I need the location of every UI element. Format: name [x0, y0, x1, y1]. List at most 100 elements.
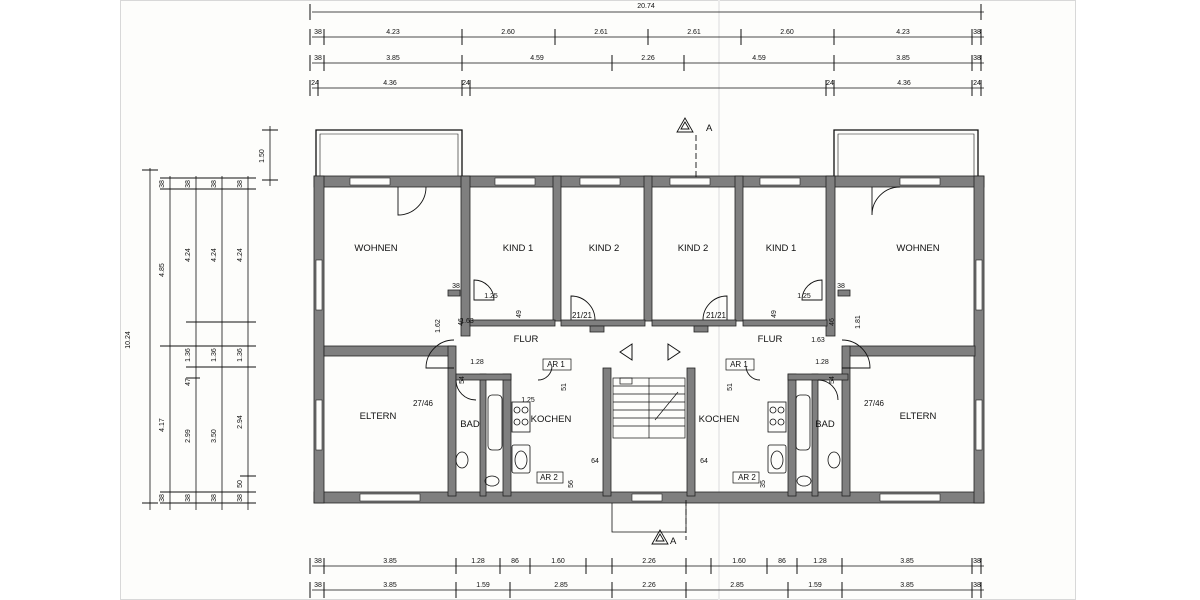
- dim-label: 2.26: [641, 55, 655, 62]
- dim-label: 4.36: [383, 80, 397, 87]
- bottom-dim-row-1: 38 3.85 1.28 86 1.60 2.26 1.60 86 1.28 3…: [314, 558, 981, 565]
- dim-label: 38: [159, 494, 166, 502]
- dim-label: 86: [778, 558, 786, 565]
- dim-label: 4.17: [159, 418, 166, 432]
- room-labels: WOHNEN KIND 1 KIND 2 KIND 2 KIND 1 WOHNE…: [354, 243, 939, 482]
- inner-dim: 1.63: [811, 337, 825, 344]
- inner-dim: 1.28: [470, 359, 484, 366]
- balconies: [315, 129, 979, 178]
- dim-row-3: 24 4.36 24 24 4.36 24: [311, 80, 981, 87]
- inner-dim: 38: [452, 283, 460, 290]
- inner-dim: 46: [829, 318, 836, 326]
- dim-label: 2.85: [730, 582, 744, 589]
- dim-col-3: 38 4.24 1.36 3.50 38: [211, 180, 218, 502]
- dim-label: 38: [237, 180, 244, 188]
- dim-label: 38: [973, 55, 981, 62]
- dim-label: 3.85: [900, 558, 914, 565]
- section-label-bottom: A: [670, 536, 677, 547]
- room-kind2-right: KIND 2: [678, 243, 709, 254]
- room-wohnen-right: WOHNEN: [896, 243, 939, 254]
- inner-dim: 1.63: [460, 318, 474, 325]
- dim-label: 38: [211, 180, 218, 188]
- dim-col-4: 38 4.24 1.36 2.94 50 38: [237, 180, 244, 502]
- dim-label: 2.99: [185, 429, 192, 443]
- inner-dim: 51: [727, 383, 734, 391]
- inner-dim: 1.25: [484, 293, 498, 300]
- dim-label: 1.28: [813, 558, 827, 565]
- dim-label: 2.60: [780, 29, 794, 36]
- sanitary-fixtures: [455, 394, 841, 487]
- dim-label: 1.60: [551, 558, 565, 565]
- room-ar1-left: AR 1: [547, 360, 565, 369]
- dim-label: 3.85: [383, 582, 397, 589]
- left-dimensions: [142, 126, 278, 510]
- room-kind1-left: KIND 1: [503, 243, 534, 254]
- dim-label: 2.26: [642, 558, 656, 565]
- dim-label: 1.59: [476, 582, 490, 589]
- room-ar2-left: AR 2: [540, 473, 558, 482]
- dim-row-2: 38 3.85 4.59 2.26 4.59 3.85 38: [314, 55, 981, 62]
- dim-label: 38: [314, 558, 322, 565]
- door-label: 21/21: [572, 311, 593, 320]
- room-kind2-left: KIND 2: [589, 243, 620, 254]
- dim-label: 50: [237, 480, 244, 488]
- dim-label: 3.85: [900, 582, 914, 589]
- inner-dim: 49: [516, 310, 523, 318]
- dim-label: 86: [511, 558, 519, 565]
- room-flur-right: FLUR: [758, 334, 783, 345]
- inner-dim: 1.62: [435, 319, 442, 333]
- dim-label: 2.94: [237, 415, 244, 429]
- dim-label: 24: [462, 80, 470, 87]
- room-eltern-left: ELTERN: [360, 411, 397, 422]
- dim-label: 1.36: [237, 348, 244, 362]
- dim-label: 38: [159, 180, 166, 188]
- room-kind1-right: KIND 1: [766, 243, 797, 254]
- dim-col-1: 38 4.85 4.17 38: [159, 180, 166, 502]
- dim-label: 38: [314, 582, 322, 589]
- dim-label: 1.59: [808, 582, 822, 589]
- dim-col-2: 38 4.24 1.36 47 2.99 38: [185, 180, 192, 502]
- dim-label: 4.23: [386, 29, 400, 36]
- room-ar1-right: AR 1: [730, 360, 748, 369]
- dim-label: 2.85: [554, 582, 568, 589]
- inner-dimensions: 38 1.25 49 1.63 1.62 46 1.28 54 51 1.25 …: [435, 283, 862, 488]
- door-label: 27/46: [864, 399, 885, 408]
- inner-dim: 1.28: [815, 359, 829, 366]
- room-flur-left: FLUR: [514, 334, 539, 345]
- dim-label: 38: [314, 29, 322, 36]
- dim-label: 3.50: [211, 429, 218, 443]
- room-eltern-right: ELTERN: [900, 411, 937, 422]
- dim-overall-width: 20.74: [637, 3, 655, 10]
- dim-row-1: 38 4.23 2.60 2.61 2.61 2.60 4.23 38: [314, 29, 981, 36]
- room-bad-right: BAD: [815, 419, 835, 430]
- door-swings: [397, 186, 901, 401]
- door-label: 21/21: [706, 311, 727, 320]
- dim-label: 38: [211, 494, 218, 502]
- windows: [315, 177, 983, 502]
- inner-dim: 1.25: [797, 293, 811, 300]
- bottom-dim-row-2: 38 3.85 1.59 2.85 2.26 2.85 1.59 3.85 38: [314, 582, 981, 589]
- inner-dim: 56: [568, 480, 575, 488]
- staircase: [612, 343, 686, 439]
- room-bad-left: BAD: [460, 419, 480, 430]
- bottom-dimensions: [309, 558, 984, 598]
- section-markers: [651, 117, 697, 545]
- room-ar2-right: AR 2: [738, 473, 756, 482]
- dim-label: 3.85: [896, 55, 910, 62]
- inner-dim: 1.81: [855, 315, 862, 329]
- dim-label: 38: [185, 494, 192, 502]
- dim-label: 4.85: [159, 263, 166, 277]
- inner-dim: 64: [700, 458, 708, 465]
- label-boxes: [536, 358, 760, 484]
- dim-overall-depth: 10.24: [125, 331, 132, 349]
- dim-label: 1.60: [732, 558, 746, 565]
- top-dimensions: [309, 4, 984, 96]
- inner-dim: 38: [837, 283, 845, 290]
- dim-label: 1.28: [471, 558, 485, 565]
- inner-dim: 54: [829, 376, 836, 384]
- dim-label: 4.36: [897, 80, 911, 87]
- dim-label: 2.61: [687, 29, 701, 36]
- dim-label: 2.60: [501, 29, 515, 36]
- dim-label: 47: [185, 378, 192, 386]
